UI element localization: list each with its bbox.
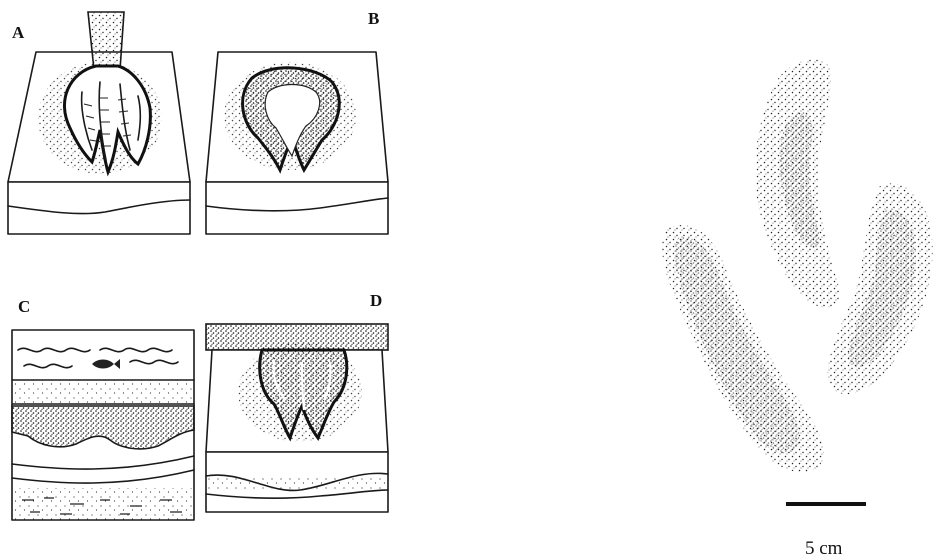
scale-bar-label: 5 cm <box>805 538 843 559</box>
panel-label-d: D <box>370 291 382 310</box>
panel-label-b: B <box>368 9 379 28</box>
panel-c: C <box>12 297 194 520</box>
panel-label-a: A <box>12 23 25 42</box>
panel-b: B <box>206 9 388 234</box>
center-digit <box>755 60 840 308</box>
panel-d: D <box>206 291 388 512</box>
panel-label-c: C <box>18 297 30 316</box>
panel-a: A <box>8 12 190 234</box>
fossil-footprint-track: 5 cm <box>662 60 932 559</box>
right-digit <box>828 183 933 394</box>
